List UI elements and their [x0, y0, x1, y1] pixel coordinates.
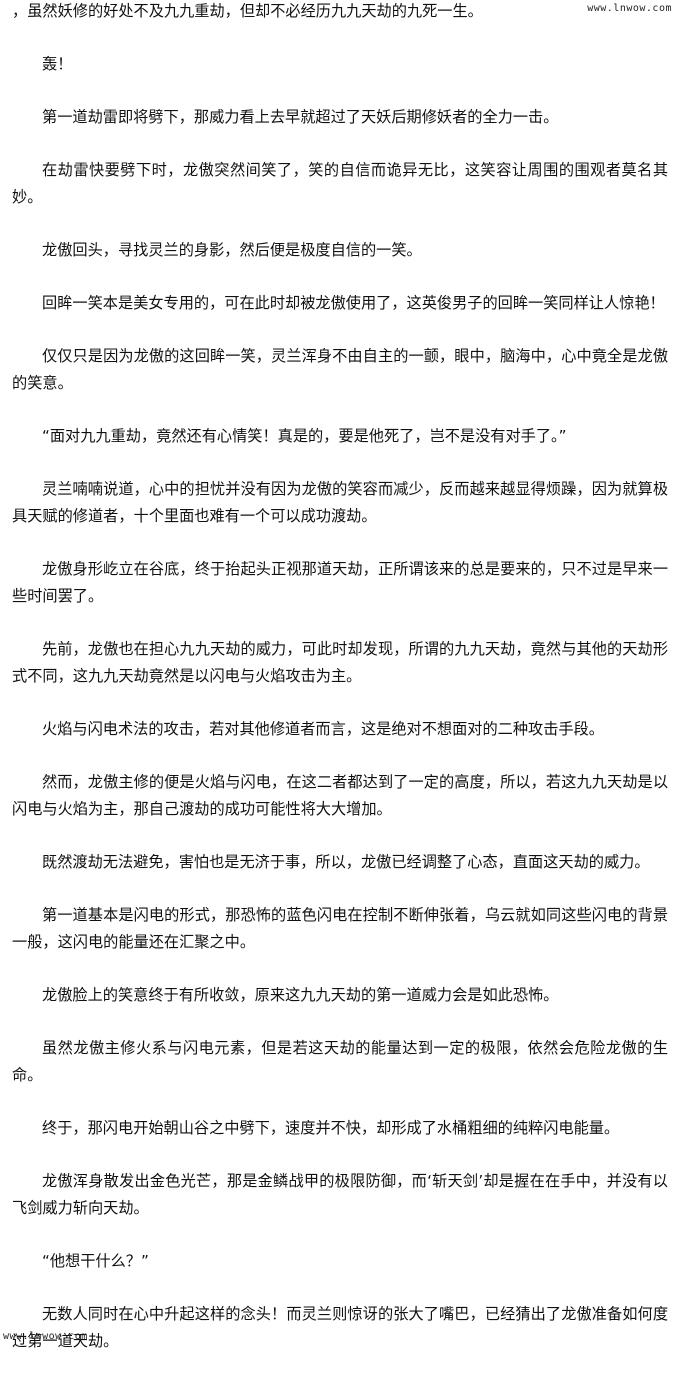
paragraph-14: 既然渡劫无法避免，害怕也是无济于事，所以，龙傲已经调整了心态，直面这天劫的威力。: [42, 853, 650, 871]
paragraph-10: 龙傲身形屹立在谷底，终于抬起头正视那道天劫，正所谓该来的总是要来的，只不过是早来…: [12, 560, 668, 605]
paragraph-7: 仅仅只是因为龙傲的这回眸一笑，灵兰浑身不由自主的一颤，眼中，脑海中，心中竟全是龙…: [12, 347, 668, 392]
paragraph-5: 龙傲回头，寻找灵兰的身影，然后便是极度自信的一笑。: [42, 241, 422, 259]
paragraph-1: ，虽然妖修的好处不及九九重劫，但却不必经历九九天劫的九死一生。: [12, 2, 483, 20]
paragraph-19: 龙傲浑身散发出金色光芒，那是金鳞战甲的极限防御，而‘斩天剑’却是握在在手中，并没…: [12, 1172, 668, 1217]
watermark-bottom: www.lnwow.com: [3, 1331, 88, 1342]
paragraph-12: 火焰与闪电术法的攻击，若对其他修道者而言，这是绝对不想面对的二种攻击手段。: [42, 720, 604, 738]
paragraph-20: “他想干什么？”: [42, 1252, 149, 1270]
paragraph-13: 然而，龙傲主修的便是火焰与闪电，在这二者都达到了一定的高度，所以，若这九九天劫是…: [12, 773, 668, 818]
paragraph-16: 龙傲脸上的笑意终于有所收敛，原来这九九天劫的第一道威力会是如此恐怖。: [42, 986, 559, 1004]
paragraph-3: 第一道劫雷即将劈下，那威力看上去早就超过了天妖后期修妖者的全力一击。: [42, 108, 559, 126]
paragraph-15: 第一道基本是闪电的形式，那恐怖的蓝色闪电在控制不断伸张着，乌云就如同这些闪电的背…: [12, 906, 668, 951]
paragraph-2: 轰！: [42, 55, 73, 73]
paragraph-17: 虽然龙傲主修火系与闪电元素，但是若这天劫的能量达到一定的极限，依然会危险龙傲的生…: [12, 1039, 668, 1084]
paragraph-11: 先前，龙傲也在担心九九天劫的威力，可此时却发现，所谓的九九天劫，竟然与其他的天劫…: [12, 640, 668, 685]
paragraph-6: 回眸一笑本是美女专用的，可在此时却被龙傲使用了，这英俊男子的回眸一笑同样让人惊艳…: [42, 294, 665, 312]
paragraph-8: “面对九九重劫，竟然还有心情笑！真是的，要是他死了，岂不是没有对手了。”: [42, 427, 567, 445]
paragraph-4: 在劫雷快要劈下时，龙傲突然间笑了，笑的自信而诡异无比，这笑容让周围的围观者莫名其…: [12, 161, 668, 206]
paragraph-18: 终于，那闪电开始朝山谷之中劈下，速度并不快，却形成了水桶粗细的纯粹闪电能量。: [42, 1119, 620, 1137]
paragraph-21: 无数人同时在心中升起这样的念头！而灵兰则惊讶的张大了嘴巴，已经猜出了龙傲准备如何…: [12, 1305, 668, 1350]
watermark-top: www.lnwow.com: [587, 3, 672, 14]
paragraph-9: 灵兰喃喃说道，心中的担忧并没有因为龙傲的笑容而减少，反而越来越显得烦躁，因为就算…: [12, 480, 668, 525]
